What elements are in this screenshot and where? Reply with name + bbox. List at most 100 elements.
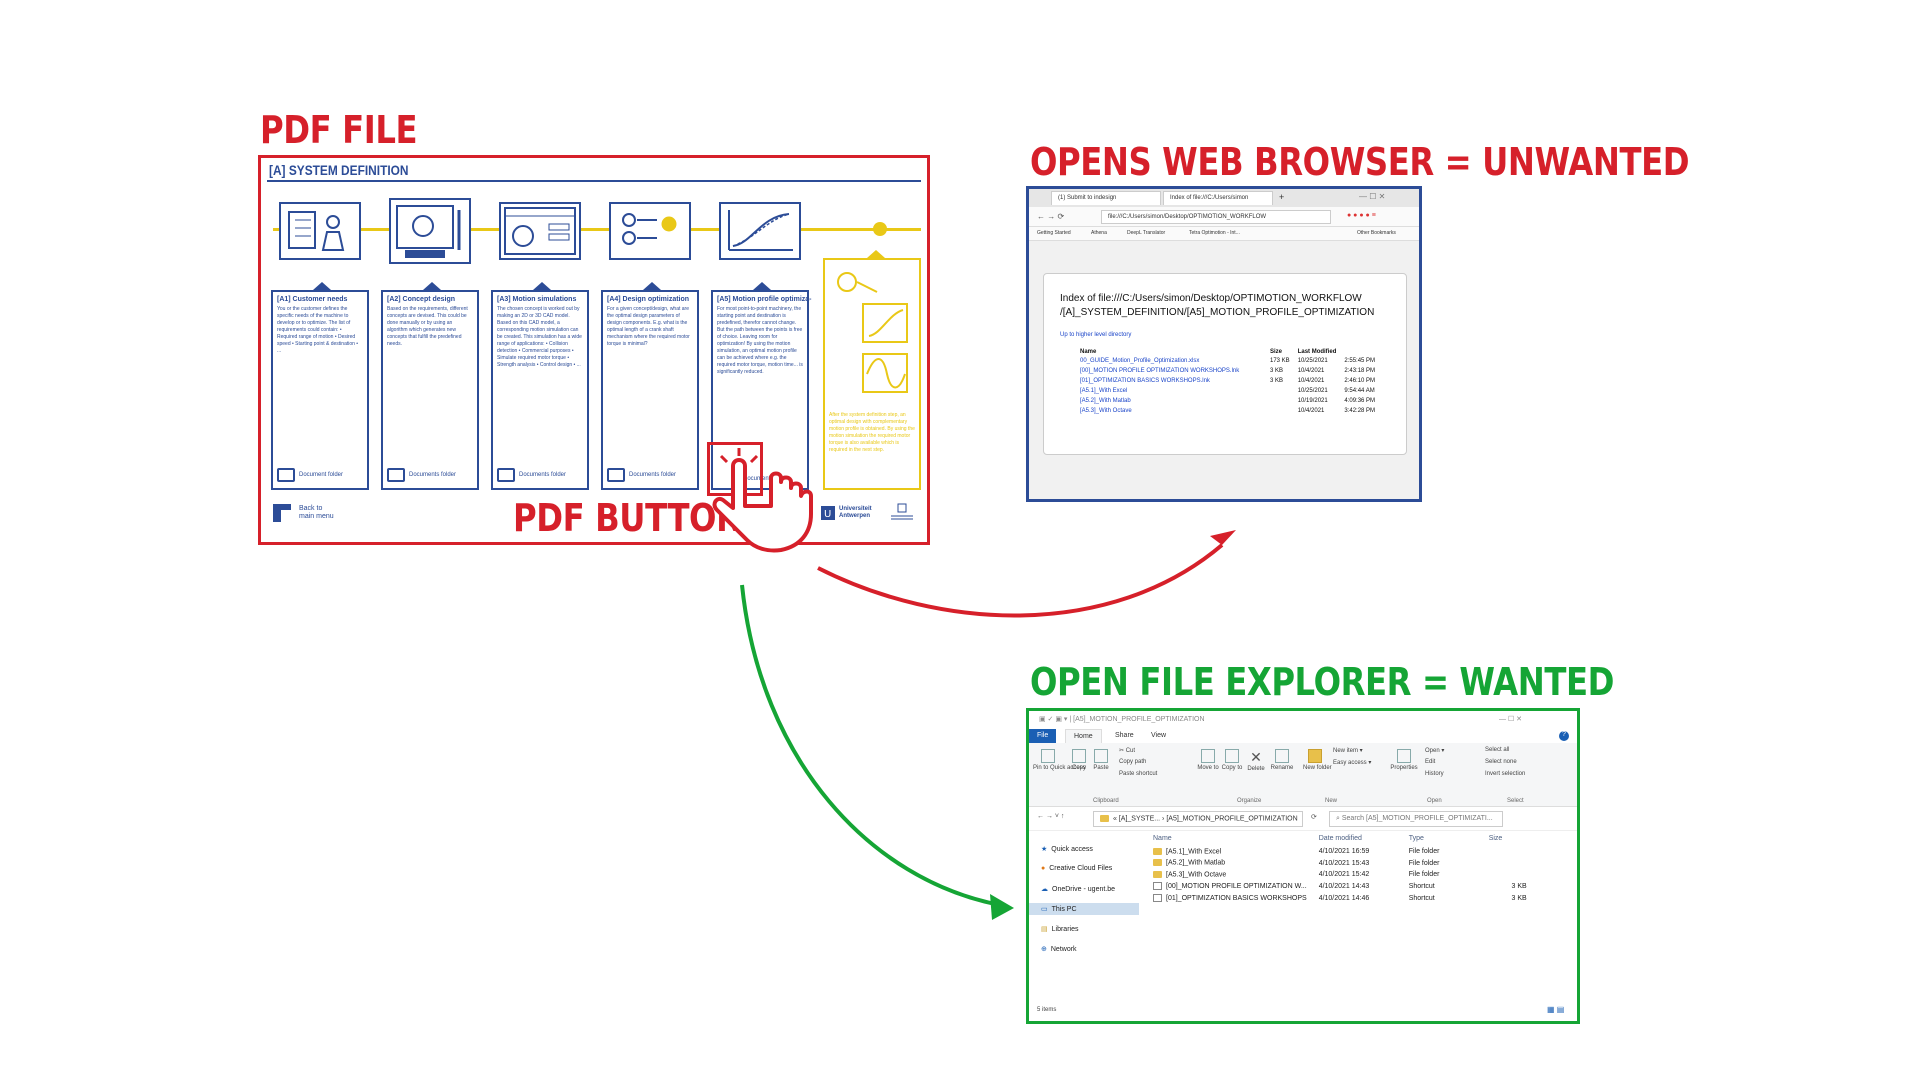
open-button[interactable]: Open ▾ — [1425, 748, 1445, 754]
folder-icon — [387, 468, 405, 482]
shortcut-icon — [1153, 894, 1162, 903]
nav-arrows-icon[interactable]: ← → ⟳ — [1037, 212, 1065, 221]
window-controls-icon[interactable]: — ☐ ✕ — [1359, 192, 1386, 201]
new-folder-button[interactable]: New folder — [1303, 749, 1332, 771]
explorer-window-title: [A5]_MOTION_PROFILE_OPTIMIZATION — [1073, 716, 1205, 723]
col-name[interactable]: Name — [1153, 835, 1172, 842]
tab-label: Index of file:///C:/Users/simon — [1170, 195, 1249, 201]
properties-button[interactable]: Properties — [1389, 749, 1419, 771]
pin-icon — [1041, 749, 1055, 763]
select-none-button[interactable]: Select none — [1485, 759, 1517, 765]
window-controls-icon[interactable]: — ☐ ✕ — [1499, 716, 1523, 723]
cut-button[interactable]: ✂ Cut — [1119, 748, 1136, 754]
bookmark-item[interactable]: Getting Started — [1037, 230, 1071, 236]
network-icon: ⊕ — [1041, 946, 1047, 953]
index-row[interactable]: [00]_MOTION PROFILE OPTIMIZATION WORKSHO… — [1080, 368, 1376, 374]
col-type[interactable]: Type — [1408, 835, 1424, 842]
file-explorer-window: ▣ ✓ ▣ ▾ | [A5]_MOTION_PROFILE_OPTIMIZATI… — [1026, 708, 1580, 1024]
col-size[interactable]: Size — [1488, 835, 1503, 842]
col-size[interactable]: Size — [1270, 349, 1283, 355]
nav-quick-access[interactable]: ★Quick access — [1041, 845, 1093, 854]
quick-access-toolbar-icons[interactable]: ▣ ✓ ▣ ▾ | — [1039, 716, 1072, 723]
easy-access-button[interactable]: Easy access ▾ — [1333, 760, 1372, 766]
col-modified[interactable]: Last Modified — [1297, 349, 1337, 355]
hand-pointer-icon — [712, 448, 813, 553]
file-row[interactable]: [00]_MOTION PROFILE OPTIMIZATION W...4/1… — [1147, 880, 1533, 892]
copy-button[interactable]: Copy — [1069, 749, 1089, 771]
address-bar[interactable]: « [A]_SYSTE... › [A5]_MOTION_PROFILE_OPT… — [1093, 811, 1303, 827]
copy-to-button[interactable]: Copy to — [1221, 749, 1243, 771]
nav-onedrive[interactable]: ☁OneDrive - ugent.be — [1041, 885, 1116, 894]
breadcrumb-segment[interactable]: [A]_SYSTE... — [1118, 815, 1161, 823]
paste-button[interactable]: Paste — [1091, 749, 1111, 771]
browser-tabbar: (1) Submit to indesign Index of file:///… — [1029, 189, 1419, 207]
tab-home[interactable]: Home — [1065, 729, 1102, 743]
tab-share[interactable]: Share — [1115, 732, 1134, 739]
browser-tab[interactable]: (1) Submit to indesign — [1051, 191, 1161, 205]
refresh-icon[interactable]: ⟳ — [1311, 814, 1317, 821]
document-folder-button[interactable]: Document folder — [277, 468, 343, 482]
move-to-button[interactable]: Move to — [1197, 749, 1219, 771]
new-item-button[interactable]: New item ▾ — [1333, 748, 1363, 754]
bookmark-item[interactable]: Athena — [1091, 230, 1107, 236]
copy-icon — [1072, 749, 1086, 763]
url-input[interactable]: file:///C:/Users/simon/Desktop/OPTIMOTIO… — [1101, 210, 1331, 224]
rename-button[interactable]: Rename — [1269, 749, 1295, 771]
bookmark-item[interactable]: Other Bookmarks — [1357, 230, 1396, 236]
browser-tab-active[interactable]: Index of file:///C:/Users/simon — [1163, 191, 1273, 205]
documents-folder-button[interactable]: Documents folder — [387, 468, 456, 482]
tab-file[interactable]: File — [1029, 729, 1057, 743]
breadcrumb-segment[interactable]: [A5]_MOTION_PROFILE_OPTIMIZATION — [1166, 815, 1298, 823]
pdf-button-documents-folder[interactable]: Documents folder — [743, 476, 790, 482]
nav-arrows-icon[interactable]: ← → ˅ ↑ — [1037, 813, 1065, 820]
browser-title: OPENS WEB BROWSER = UNWANTED — [1030, 140, 1690, 184]
nav-this-pc[interactable]: ▭This PC — [1029, 903, 1139, 915]
step-icon-motion-profile — [719, 202, 801, 260]
edit-button[interactable]: Edit — [1425, 759, 1436, 765]
back-to-main-menu-button[interactable]: Back to main menu — [271, 502, 339, 524]
col-name[interactable]: Name — [1080, 349, 1097, 355]
browser-window: (1) Submit to indesign Index of file:///… — [1026, 186, 1422, 502]
pointer-triangle — [753, 282, 771, 290]
blueprint-icon — [396, 205, 461, 258]
copy-path-button[interactable]: Copy path — [1119, 759, 1147, 765]
nav-libraries[interactable]: ▤Libraries — [1041, 925, 1079, 934]
pointer-triangle — [423, 282, 441, 290]
documents-folder-button[interactable]: Documents folder — [497, 468, 566, 482]
up-directory-link[interactable]: Up to higher level directory — [1060, 332, 1132, 338]
select-all-button[interactable]: Select all — [1485, 747, 1510, 753]
search-input[interactable]: ⌕ Search [A5]_MOTION_PROFILE_OPTIMIZATI.… — [1329, 811, 1503, 827]
delete-button[interactable]: ✕Delete — [1245, 749, 1267, 772]
invert-selection-button[interactable]: Invert selection — [1485, 771, 1526, 777]
nav-network[interactable]: ⊕Network — [1041, 945, 1077, 954]
card-title: [A4] Design optimization — [607, 296, 690, 303]
documents-folder-button[interactable]: Documents folder — [607, 468, 676, 482]
extension-icons[interactable]: ● ● ● ● ≡ — [1347, 212, 1376, 219]
card-motion-simulations: [A3] Motion simulations The chosen conce… — [491, 290, 589, 490]
url-text: file:///C:/Users/simon/Desktop/OPTIMOTIO… — [1108, 214, 1267, 220]
back-label: Back to main menu — [299, 505, 334, 520]
new-tab-icon[interactable]: + — [1279, 192, 1285, 202]
index-row[interactable]: 00_GUIDE_Motion_Profile_Optimization.xls… — [1080, 358, 1376, 364]
col-date-modified[interactable]: Date modified — [1318, 835, 1362, 842]
shortcut-icon — [1153, 882, 1162, 891]
nav-creative-cloud[interactable]: ●Creative Cloud Files — [1041, 865, 1113, 872]
bookmark-item[interactable]: Tetra Optimotion - Int... — [1189, 230, 1240, 236]
view-toggle-icons[interactable]: ▦ ▤ — [1547, 1005, 1565, 1014]
pin-quick-access-button[interactable]: Pin to Quick access — [1033, 749, 1086, 771]
card-text: After the system definition step, an opt… — [829, 412, 915, 453]
paste-shortcut-button[interactable]: Paste shortcut — [1119, 771, 1158, 777]
help-icon[interactable]: ? — [1559, 731, 1569, 741]
history-button[interactable]: History — [1425, 771, 1444, 777]
bookmark-item[interactable]: DeepL Translator — [1127, 230, 1166, 236]
card-design-optimization: [A4] Design optimization For a given con… — [601, 290, 699, 490]
tab-view[interactable]: View — [1151, 732, 1167, 739]
